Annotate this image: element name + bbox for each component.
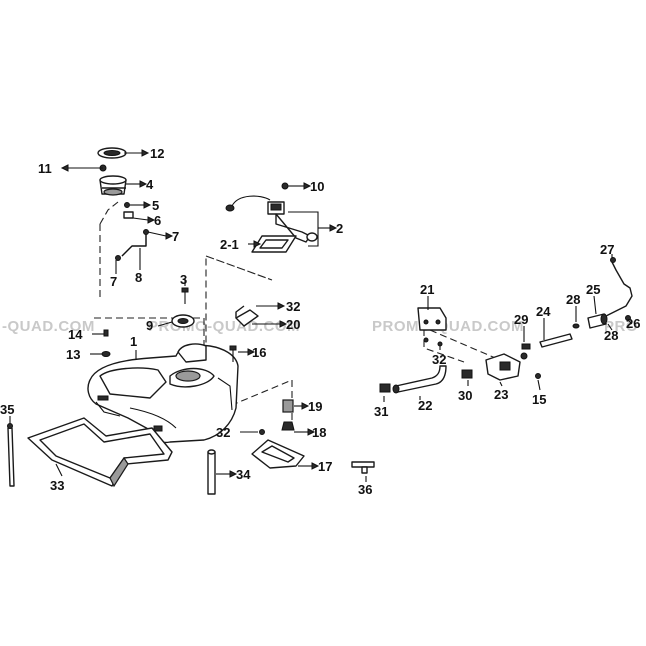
- callout-11: 11: [38, 161, 52, 176]
- leader-arrowheads: [60, 149, 338, 478]
- fuel-gauge-sender-part: [225, 182, 318, 243]
- callout-1: 1: [130, 334, 137, 349]
- callout-13: 13: [66, 347, 80, 362]
- callout-32-right: 32: [432, 352, 446, 367]
- assembly-line-valve-2: [429, 329, 501, 361]
- rear-mount-part: [251, 399, 305, 469]
- heat-shield-part: [27, 417, 173, 488]
- watermark-left: -QUAD.COM: [2, 318, 95, 335]
- callout-34: 34: [236, 467, 251, 482]
- callout-29: 29: [514, 312, 528, 327]
- callout-24: 24: [536, 304, 551, 319]
- callout-26: 26: [626, 316, 640, 331]
- fuel-petcock-part: [485, 352, 541, 381]
- callout-25: 25: [586, 282, 600, 297]
- callout-17: 17: [318, 459, 332, 474]
- callout-2-1: 2-1: [220, 237, 239, 252]
- callout-12: 12: [150, 146, 164, 161]
- hose-clamp-part: [379, 369, 473, 393]
- callout-21: 21: [420, 282, 434, 297]
- callout-6: 6: [154, 213, 161, 228]
- callout-10: 10: [310, 179, 324, 194]
- callout-8: 8: [135, 270, 142, 285]
- callout-7-lower: 7: [110, 274, 117, 289]
- support-rod-part: [207, 449, 216, 495]
- callout-2: 2: [336, 221, 343, 236]
- filler-neck-part: [99, 175, 127, 196]
- callout-36: 36: [358, 482, 372, 497]
- assembly-line-sender: [205, 255, 273, 352]
- rubber-ring-part: [171, 314, 195, 328]
- assembly-line-valve: [423, 318, 465, 363]
- callout-20: 20: [286, 317, 300, 332]
- fuel-cap-part: [97, 147, 127, 159]
- watermark-right: PROMO-QUAD.COM: [372, 318, 524, 335]
- callout-14: 14: [68, 327, 83, 342]
- watermark-far-right: PRO: [604, 318, 638, 335]
- callout-18: 18: [312, 425, 326, 440]
- callout-28-top: 28: [566, 292, 580, 307]
- callout-32-top: 32: [286, 299, 300, 314]
- callout-27: 27: [600, 242, 614, 257]
- callout-5: 5: [152, 198, 159, 213]
- mounting-bolt-part: [229, 345, 237, 362]
- leader-lines: [9, 152, 633, 482]
- valve-bracket-part: [417, 307, 447, 347]
- callout-3: 3: [180, 272, 187, 287]
- callout-33: 33: [50, 478, 64, 493]
- callout-31: 31: [374, 404, 388, 419]
- watermark: -QUAD.COM PROMO-QUAD.COM PROMO-QUAD.COM …: [2, 318, 638, 335]
- callout-22: 22: [418, 398, 432, 413]
- callout-15: 15: [532, 392, 546, 407]
- tank-strap-part: [7, 423, 15, 487]
- t-tool-part: [351, 461, 375, 474]
- callout-16: 16: [252, 345, 266, 360]
- callout-4: 4: [146, 177, 154, 192]
- callout-28-lower: 28: [604, 328, 618, 343]
- fuel-tank-part: [87, 343, 239, 444]
- callout-7: 7: [172, 229, 179, 244]
- callout-numbers: 12 11 4 5 6 7 8 7 10 2 2-1 3 32 9 20 14 …: [0, 146, 640, 497]
- callout-35: 35: [0, 402, 14, 417]
- callout-9: 9: [146, 318, 153, 333]
- fuel-line-part: [521, 257, 633, 350]
- breather-tube-part: [115, 229, 149, 261]
- tank-bracket-part: [235, 305, 259, 327]
- callout-32-lower: 32: [216, 425, 230, 440]
- watermark-center: PROMO-QUAD.COM: [148, 318, 300, 335]
- clip-and-hose-part: [123, 202, 134, 219]
- callout-19: 19: [308, 399, 322, 414]
- assembly-line-cap-top: [99, 201, 119, 225]
- tank-bolt-part: [181, 287, 189, 304]
- fuel-hose-part: [392, 365, 447, 394]
- callout-30: 30: [458, 388, 472, 403]
- callout-23: 23: [494, 387, 508, 402]
